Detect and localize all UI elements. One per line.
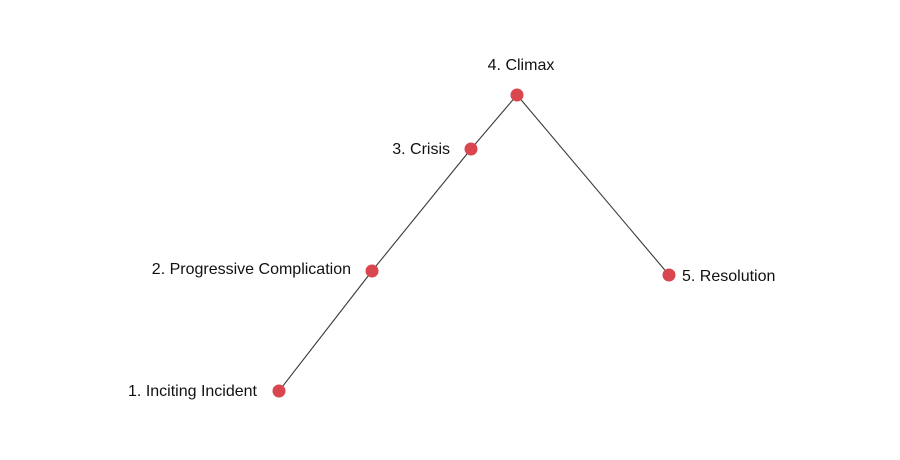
- stage-label: 3. Crisis: [392, 141, 450, 158]
- stage-point: [510, 88, 524, 102]
- edge-inciting-to-complication: [278, 270, 373, 392]
- edge-crisis-to-climax: [470, 94, 518, 150]
- stage-label: 1. Inciting Incident: [128, 383, 258, 400]
- stage-progressive-complication: 2. Progressive Complication: [152, 261, 379, 278]
- stage-point: [464, 142, 478, 156]
- stage-label: 4. Climax: [488, 57, 555, 74]
- stage-point: [272, 384, 286, 398]
- stage-inciting-incident: 1. Inciting Incident: [128, 383, 286, 400]
- stage-label: 2. Progressive Complication: [152, 261, 351, 278]
- stage-climax: 4. Climax: [488, 57, 555, 102]
- edge-complication-to-crisis: [371, 148, 472, 272]
- arc-lines: [278, 94, 670, 392]
- stage-resolution: 5. Resolution: [662, 268, 775, 285]
- stage-point: [365, 264, 379, 278]
- stage-point: [662, 268, 676, 282]
- stage-label: 5. Resolution: [682, 268, 775, 285]
- stage-crisis: 3. Crisis: [392, 141, 478, 158]
- edge-climax-to-resolution: [516, 94, 670, 276]
